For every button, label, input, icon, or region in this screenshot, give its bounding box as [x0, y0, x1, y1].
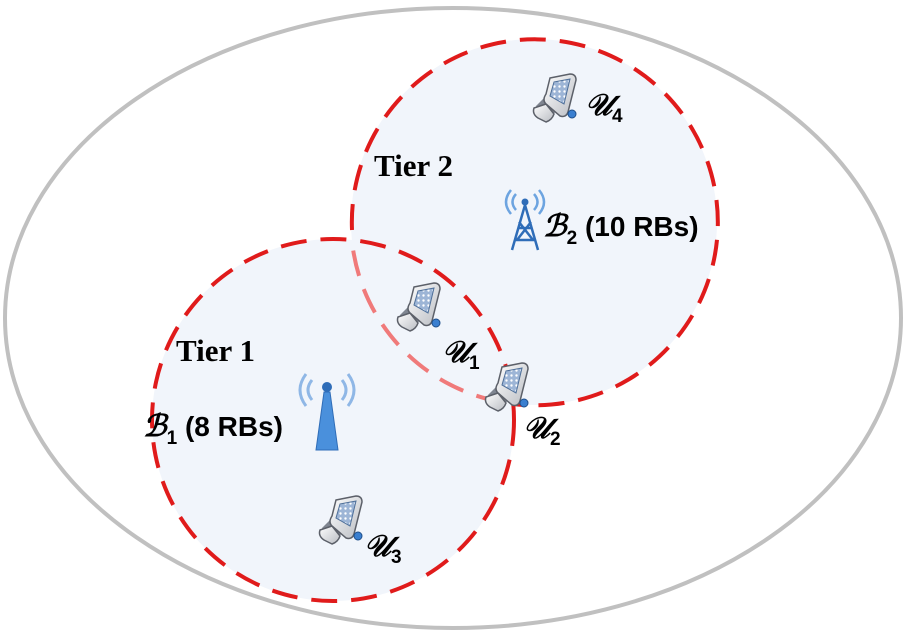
bs2-label: ℬ2 (10 RBs)	[543, 209, 699, 249]
tier2-cell-border	[349, 37, 720, 408]
user1-label: 𝒰1	[442, 335, 480, 374]
bs2-tower-icon	[504, 189, 546, 251]
bs1-label: ℬ1 (8 RBs)	[143, 409, 283, 449]
bs1-antenna-icon	[298, 373, 356, 451]
tier1-label: Tier 1	[176, 333, 255, 368]
tier1-cell-border	[150, 237, 516, 603]
tier2-label: Tier 2	[374, 148, 453, 183]
